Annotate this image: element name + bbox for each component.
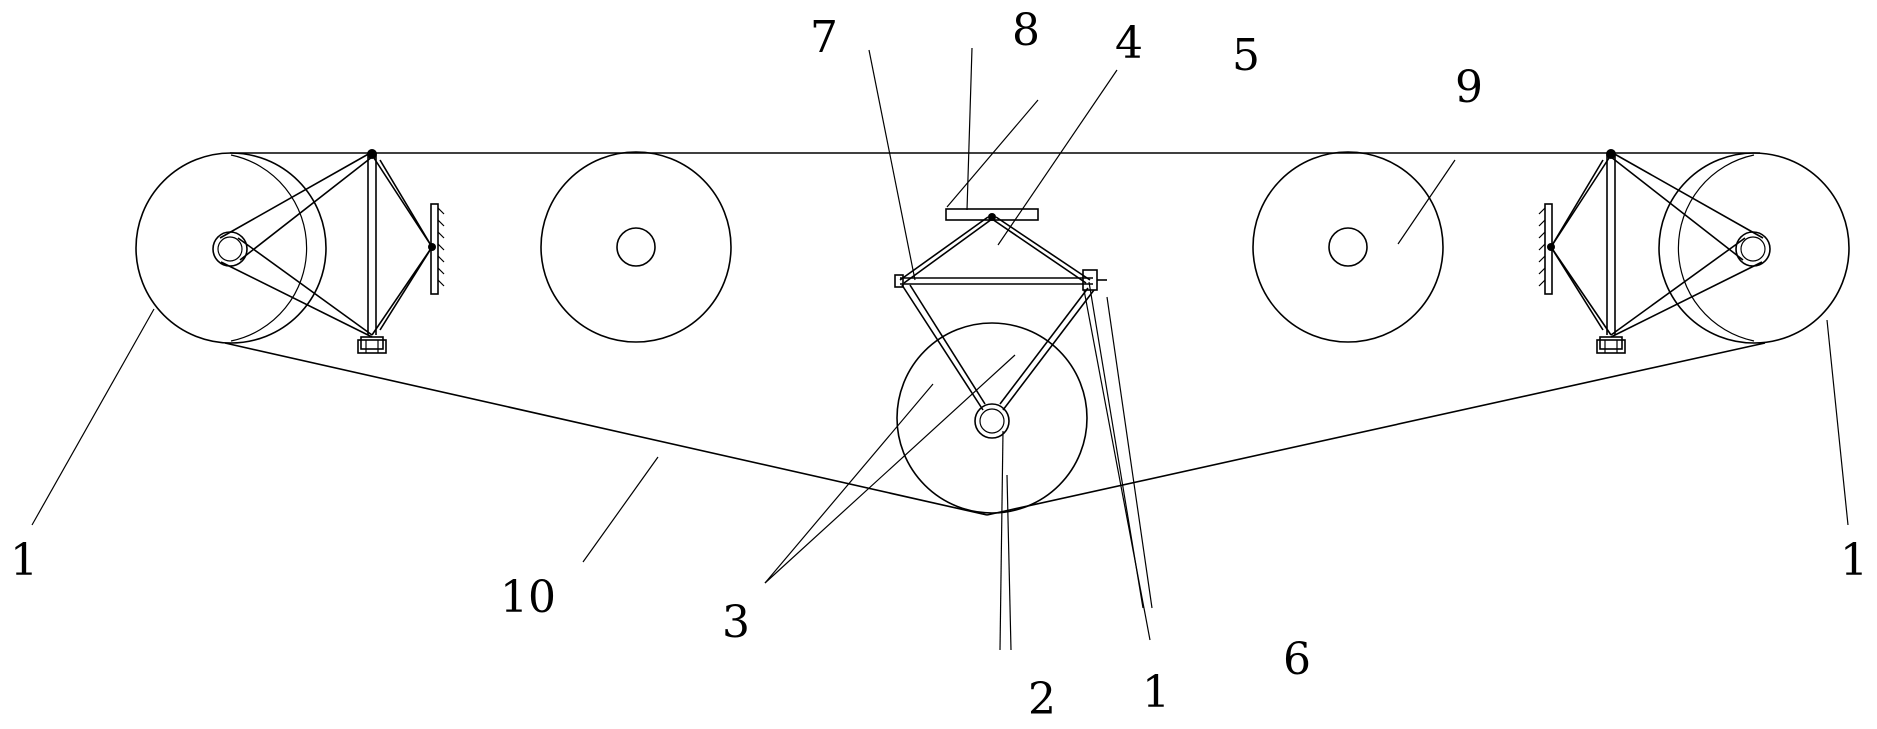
belt	[225, 153, 1765, 515]
label-5: 5	[1232, 30, 1260, 81]
label-3: 3	[722, 597, 750, 648]
label-7: 7	[810, 12, 838, 63]
left-end-wheel	[136, 153, 328, 343]
label-8: 8	[1012, 5, 1040, 56]
label-6: 6	[1283, 634, 1311, 685]
leader-lines	[32, 48, 1848, 650]
label-1-bottom: 1	[1142, 667, 1170, 718]
idler-wheel-left	[541, 152, 731, 342]
right-end-wheel	[1659, 153, 1849, 343]
label-4: 4	[1115, 18, 1143, 69]
label-1-right: 1	[1840, 535, 1868, 586]
label-10: 10	[500, 572, 556, 623]
center-drive-wheel	[897, 323, 1087, 513]
label-9: 9	[1455, 62, 1483, 113]
reference-labels: 1 1 1 2 3 4 5 6 7 8 9 10	[10, 5, 1868, 725]
label-1-left: 1	[10, 535, 38, 586]
label-2: 2	[1028, 674, 1056, 725]
right-tensioner	[1539, 149, 1770, 353]
idler-wheel-right	[1253, 152, 1443, 342]
